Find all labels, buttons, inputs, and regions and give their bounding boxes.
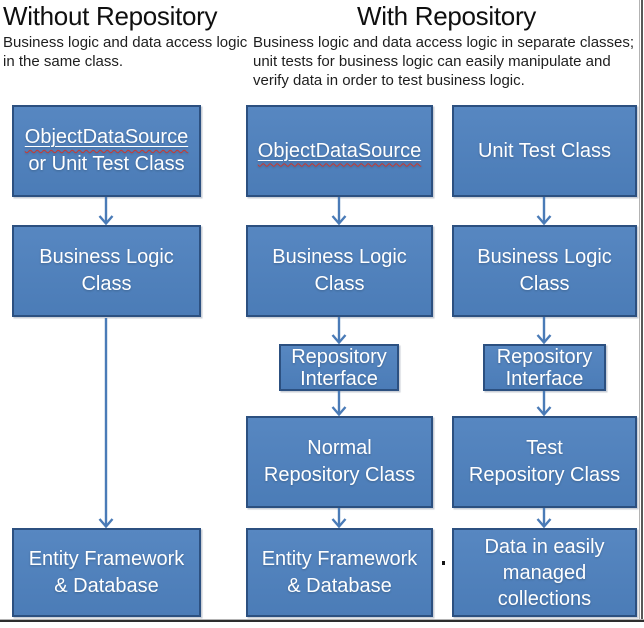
box-text: Repository Interface — [291, 345, 387, 390]
down-arrow-icon — [534, 317, 554, 344]
down-arrow-icon — [329, 197, 349, 225]
down-arrow-icon — [534, 197, 554, 225]
box-text: Business Logic Class — [477, 246, 612, 295]
down-arrow-icon — [534, 391, 554, 416]
down-arrow-icon — [534, 508, 554, 528]
box-right-unit-test-class: Unit Test Class — [452, 105, 637, 197]
down-arrow-icon — [329, 391, 349, 416]
box-text: Unit Test Class — [477, 139, 611, 162]
down-arrow-icon — [329, 508, 349, 528]
or-unit-test-class-label: or Unit Test Class — [28, 153, 185, 175]
objectdatasource-label: ObjectDataSource — [24, 126, 189, 148]
box-left-business-logic-class: Business Logic Class — [12, 225, 201, 317]
title-without-repository: Without Repository — [3, 1, 218, 31]
down-arrow-icon — [96, 197, 116, 225]
box-text: Repository Interface — [496, 345, 593, 390]
box-right-data-collections: Data in easily managed collections — [452, 528, 637, 617]
subtitle-with-repository: Business logic and data access logic in … — [253, 34, 635, 89]
window-right-border — [639, 0, 643, 622]
box-left-objectdatasource-or-unit-test: ObjectDataSource or Unit Test Class — [12, 105, 201, 197]
box-mid-objectdatasource: ObjectDataSource — [246, 105, 433, 197]
box-mid-business-logic-class: Business Logic Class — [246, 225, 433, 317]
down-arrow-icon — [329, 317, 349, 344]
box-mid-entity-framework-database: Entity Framework & Database — [246, 528, 433, 617]
box-right-business-logic-class: Business Logic Class — [452, 225, 637, 317]
box-text: Normal Repository Class — [263, 437, 416, 486]
underlined-wrap: ObjectDataSource — [258, 138, 421, 165]
box-right-repository-interface: Repository Interface — [483, 344, 606, 391]
stray-dot — [442, 561, 445, 565]
box-text: Data in easily managed collections — [484, 535, 605, 610]
box-text: Test Repository Class — [468, 437, 621, 486]
window-bottom-border — [0, 619, 644, 622]
box-text: Entity Framework & Database — [261, 547, 418, 597]
box-mid-normal-repository-class: Normal Repository Class — [246, 416, 433, 508]
box-right-test-repository-class: Test Repository Class — [452, 416, 637, 508]
box-left-entity-framework-database: Entity Framework & Database — [12, 528, 201, 617]
box-text: Business Logic Class — [39, 246, 174, 295]
box-text: Business Logic Class — [272, 246, 407, 295]
objectdatasource-label: ObjectDataSource — [257, 139, 422, 162]
box-text: ObjectDataSource or Unit Test Class — [25, 124, 188, 178]
box-mid-repository-interface: Repository Interface — [279, 344, 399, 391]
title-with-repository: With Repository — [357, 1, 536, 31]
subtitle-without-repository: Business logic and data access logic in … — [3, 34, 248, 70]
box-text: Entity Framework & Database — [28, 547, 185, 597]
down-arrow-long-icon — [96, 318, 116, 528]
underlined-wrap: ObjectDataSource — [25, 124, 188, 151]
